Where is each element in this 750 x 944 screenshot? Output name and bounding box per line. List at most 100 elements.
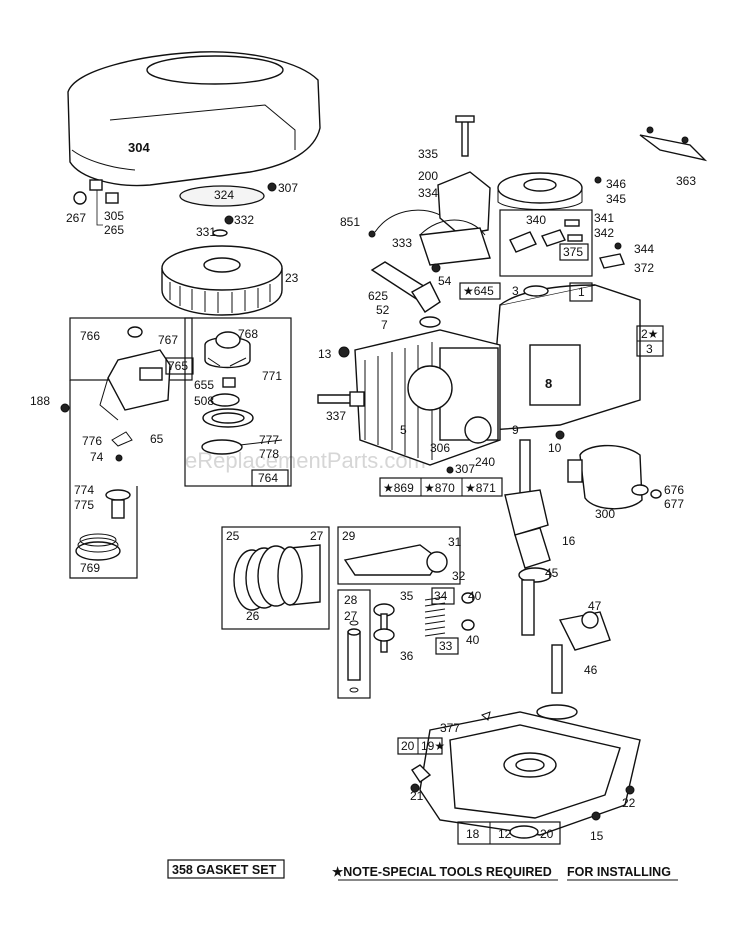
label-21: 21 <box>410 789 424 803</box>
label-765: 765 <box>168 359 188 373</box>
breather-valve-box <box>499 209 593 277</box>
starter-handle-box <box>69 380 138 579</box>
box-645 <box>459 282 501 300</box>
gasket-star-row <box>379 477 503 497</box>
label-341: 341 <box>594 211 614 225</box>
label-12: 12 <box>498 827 512 841</box>
label-372: 372 <box>634 261 654 275</box>
label-768: 768 <box>238 327 258 341</box>
label-331: 331 <box>196 225 216 239</box>
label-677: 677 <box>664 497 684 511</box>
label-676: 676 <box>664 483 684 497</box>
gasket-set-box <box>167 859 285 879</box>
label-13: 13 <box>318 347 332 361</box>
label-377: 377 <box>440 721 460 735</box>
label-335: 335 <box>418 147 438 161</box>
blower-bolts <box>73 179 119 226</box>
label-32: 32 <box>452 569 466 583</box>
label-200: 200 <box>418 169 438 183</box>
carb-parts <box>370 261 441 328</box>
label-2: 2★ <box>641 327 658 341</box>
label-769: 769 <box>80 561 100 575</box>
label-307a: 307 <box>278 181 298 195</box>
box-33 <box>435 637 459 655</box>
breather-valve-parts <box>509 219 625 269</box>
label-375: 375 <box>563 245 583 259</box>
label-74: 74 <box>90 450 104 464</box>
label-16: 16 <box>562 534 576 548</box>
label-45: 45 <box>545 566 559 580</box>
box-20-19 <box>397 737 443 755</box>
label-305: 305 <box>104 209 124 223</box>
label-20b: 20 <box>540 827 554 841</box>
label-23: 23 <box>285 271 299 285</box>
label-645: ★645 <box>463 284 494 298</box>
piston-rings <box>233 544 321 611</box>
screw-307 <box>446 466 454 474</box>
label-363: 363 <box>676 174 696 188</box>
label-8: 8 <box>545 376 552 391</box>
label-774: 774 <box>74 483 94 497</box>
label-764: 764 <box>258 471 278 485</box>
label-655: 655 <box>194 378 214 392</box>
gasket-set-label: 358 GASKET SET <box>172 863 277 877</box>
label-31: 31 <box>448 535 462 549</box>
crankshaft <box>504 439 552 636</box>
label-332: 332 <box>234 213 254 227</box>
label-766: 766 <box>80 329 100 343</box>
label-29: 29 <box>342 529 356 543</box>
governor-cam <box>536 611 611 720</box>
label-34: 34 <box>434 589 448 603</box>
box-764 <box>251 469 289 487</box>
label-776: 776 <box>82 434 102 448</box>
label-27a: 27 <box>310 529 324 543</box>
cylinder-block <box>354 284 641 466</box>
label-771: 771 <box>262 369 282 383</box>
label-333: 333 <box>392 236 412 250</box>
blower-housing <box>67 51 321 187</box>
label-25: 25 <box>226 529 240 543</box>
seal-3 <box>523 285 549 297</box>
box-765 <box>165 357 194 375</box>
box-18-12-20 <box>457 821 561 845</box>
starter-parts <box>60 326 283 561</box>
label-240: 240 <box>475 455 495 469</box>
governor-cover <box>497 126 708 210</box>
screw-10 <box>555 430 565 440</box>
label-345: 345 <box>606 192 626 206</box>
label-54: 54 <box>438 274 452 288</box>
label-265: 265 <box>104 223 124 237</box>
for-installing-label: FOR INSTALLING <box>567 865 671 879</box>
label-33: 33 <box>439 639 453 653</box>
label-337: 337 <box>326 409 346 423</box>
piston-box <box>221 526 330 630</box>
spark-plug-parts <box>317 346 365 407</box>
label-869: ★869 <box>383 481 414 495</box>
label-306: 306 <box>430 441 450 455</box>
label-18: 18 <box>466 827 480 841</box>
wrist-pin <box>347 620 361 693</box>
label-28: 28 <box>344 593 358 607</box>
label-307b: 307 <box>455 462 475 476</box>
label-344: 344 <box>634 242 654 256</box>
label-46: 46 <box>584 663 598 677</box>
label-40b: 40 <box>466 633 480 647</box>
connecting-rod-box <box>337 526 461 585</box>
valves <box>373 592 475 653</box>
label-65: 65 <box>150 432 164 446</box>
label-346: 346 <box>606 177 626 191</box>
label-778: 778 <box>259 447 279 461</box>
label-851: 851 <box>340 215 360 229</box>
engine-sump <box>410 711 641 836</box>
label-777: 777 <box>259 433 279 447</box>
label-625: 625 <box>368 289 388 303</box>
rotating-screen <box>179 182 277 207</box>
label-20a: 20 <box>401 739 415 753</box>
label-870: ★870 <box>424 481 455 495</box>
label-767: 767 <box>158 333 178 347</box>
label-304: 304 <box>128 140 150 155</box>
label-1: 1 <box>578 285 585 299</box>
label-775: 775 <box>74 498 94 512</box>
label-47: 47 <box>588 599 602 613</box>
